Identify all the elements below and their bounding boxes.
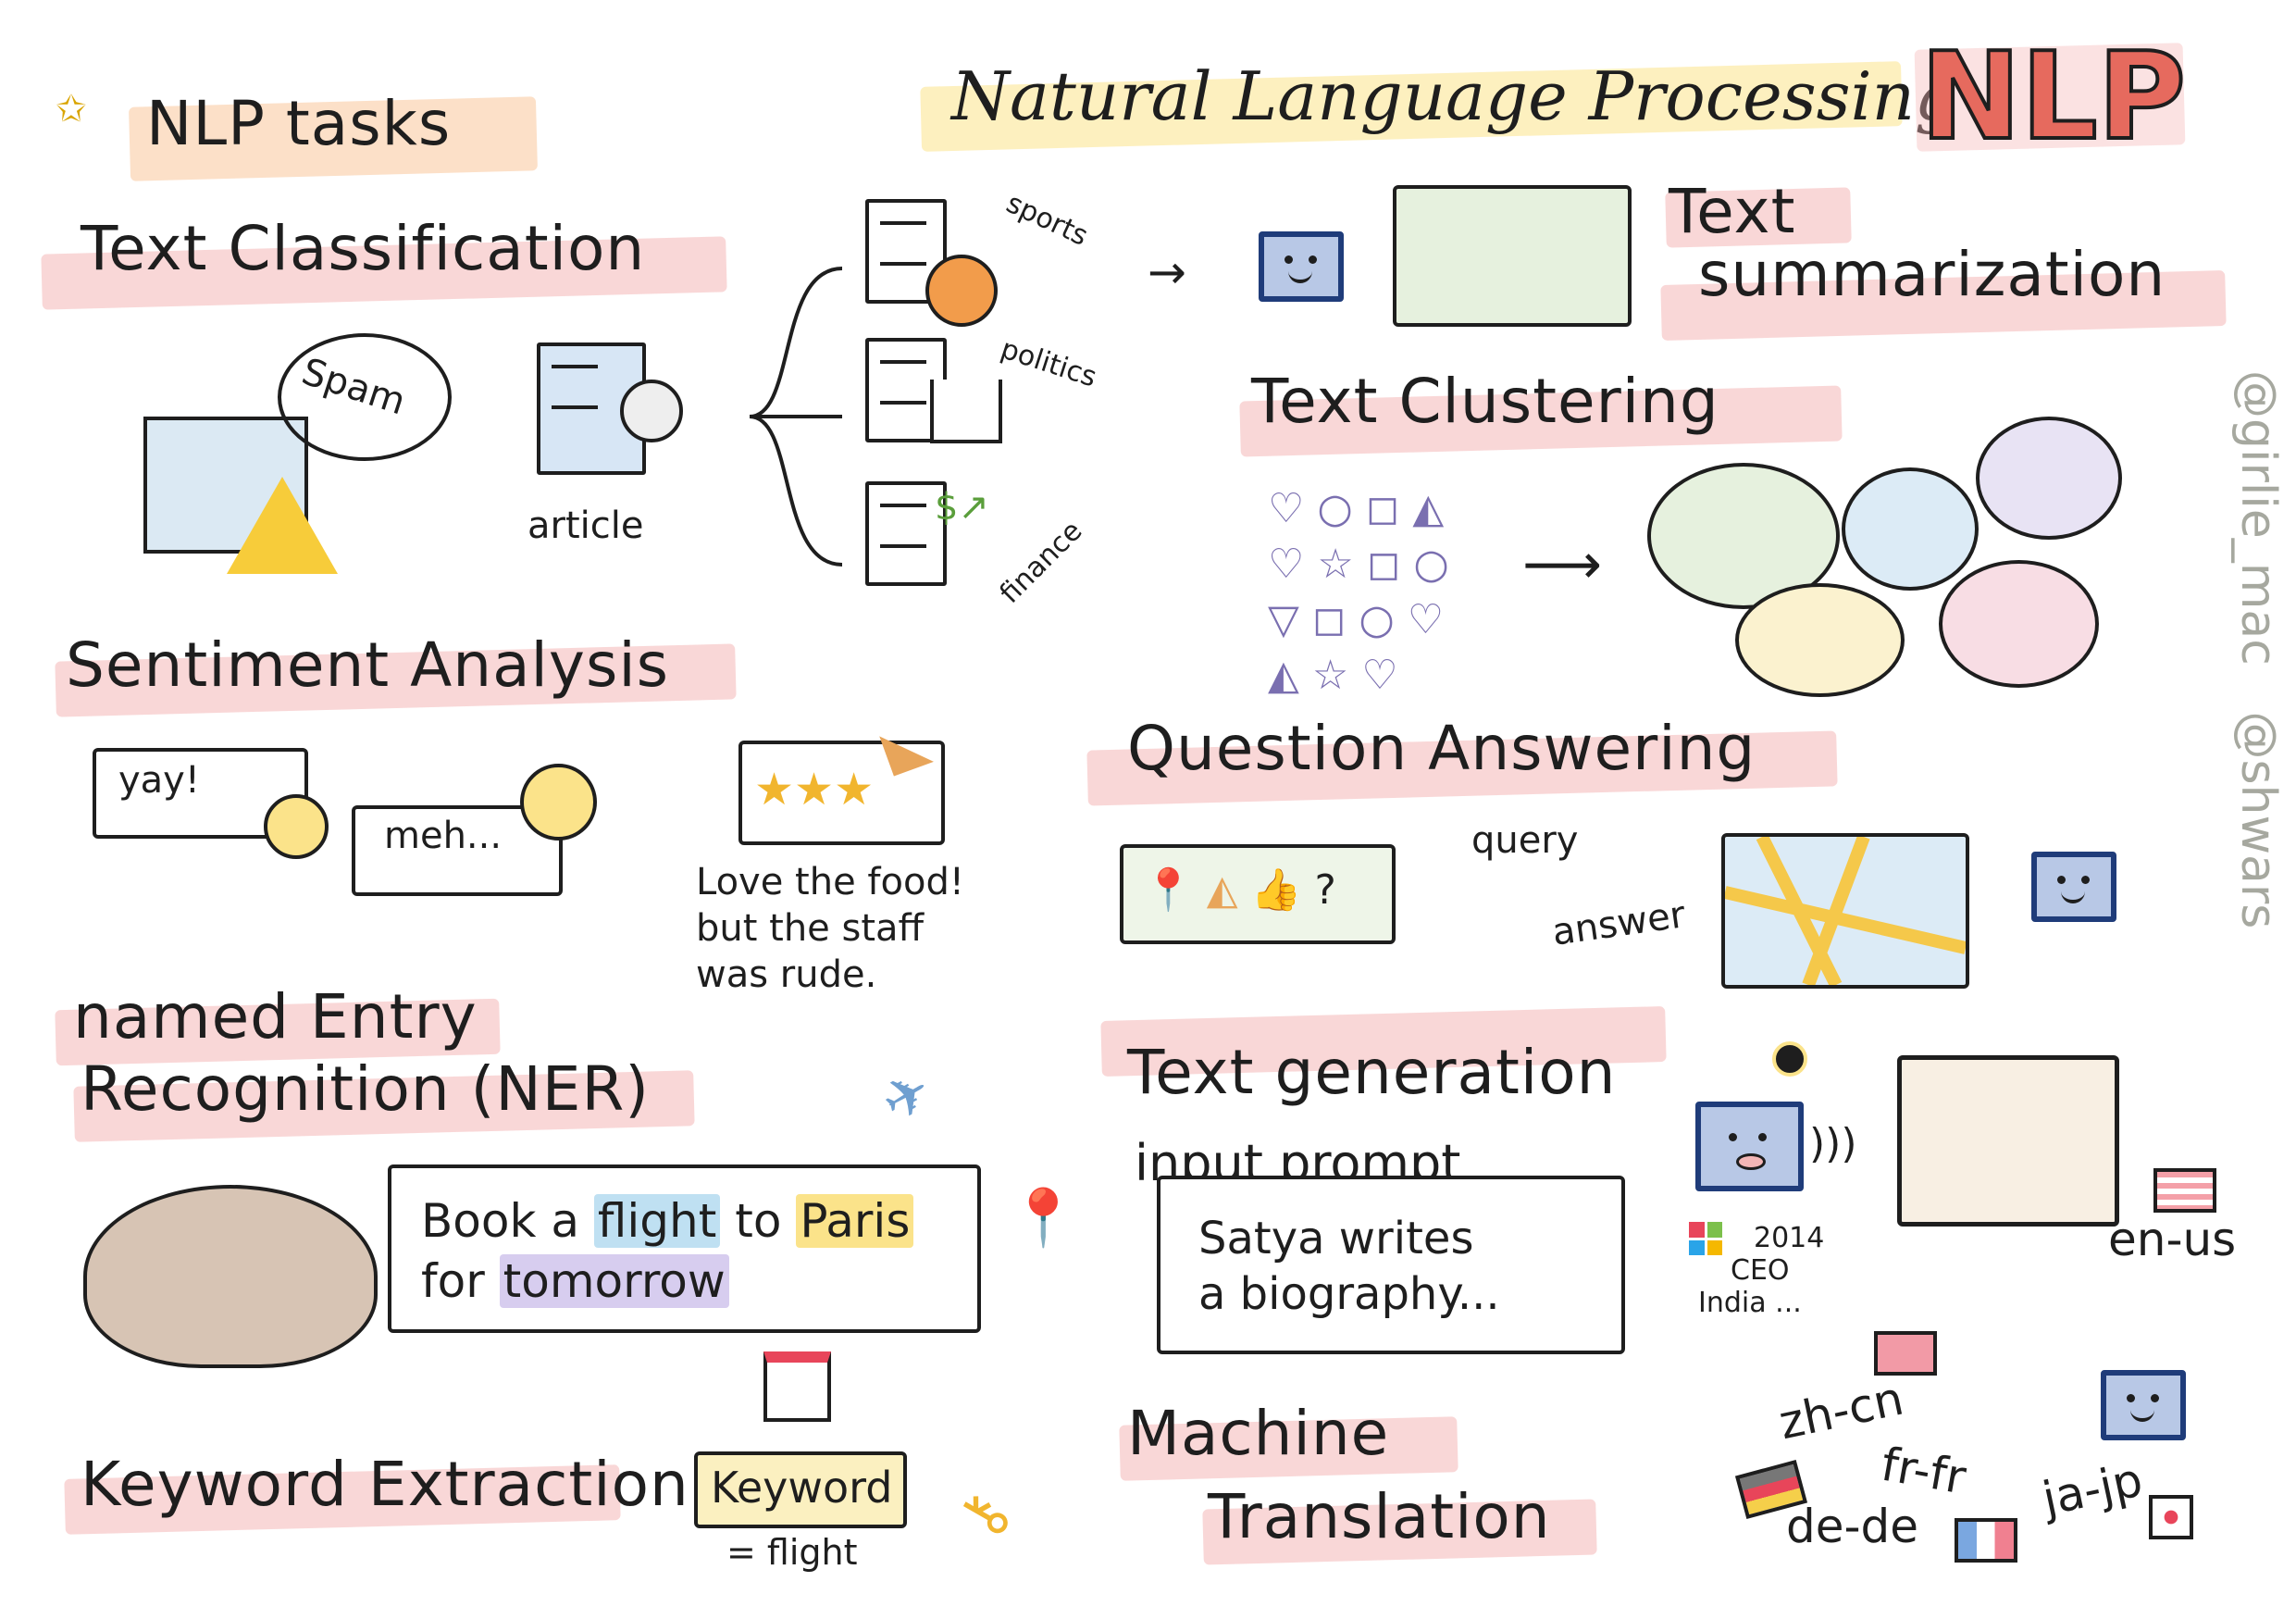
airplane-icon: ✈ [870, 1057, 944, 1137]
robot-icon [2101, 1370, 2186, 1440]
keyword-value: = flight [726, 1532, 858, 1573]
review-line-3: was rude. [696, 953, 877, 996]
ner-title-1: named Entry [73, 981, 478, 1052]
ner-sentence-line-2: for tomorrow [421, 1254, 729, 1308]
prompt-box [1157, 1176, 1625, 1354]
machine-translation-title-2: Translation [1208, 1481, 1551, 1552]
cluster-circles [1842, 467, 1979, 591]
category-politics: politics [997, 332, 1101, 394]
key-icon: ⚷ [943, 1479, 1025, 1551]
prompt-line-2: a biography... [1198, 1268, 1500, 1320]
keyword-label: Keyword [711, 1463, 893, 1513]
branch-arrows [749, 267, 843, 567]
lang-fr-fr: fr-fr [1877, 1437, 1970, 1505]
text-generation-title: Text generation [1127, 1037, 1617, 1108]
credit-2: @shwars [2230, 711, 2286, 929]
us-flag-icon [2153, 1168, 2216, 1213]
book-icon [1897, 1055, 2119, 1227]
ner-sentence-line-1: Book a flight to Paris [421, 1194, 914, 1248]
cluster-hearts [1939, 560, 2099, 688]
magnifier-icon [620, 380, 683, 442]
robot-icon [1259, 231, 1344, 302]
cluster-triangles [1976, 417, 2122, 540]
query-bubble [1120, 844, 1396, 944]
robot-icon [1695, 1102, 1804, 1191]
sad-face-icon [520, 764, 597, 841]
france-flag-icon [1955, 1518, 2017, 1563]
shapes-cluster-icon: ♡ ○ ◻ ◭♡ ☆ ◻ ○▽ ◻ ○ ♡◭ ☆ ♡ [1268, 485, 1449, 699]
warning-icon [227, 477, 338, 574]
text-clustering-title: Text Clustering [1251, 366, 1719, 437]
word: Book a [421, 1194, 579, 1248]
review-line-1: Love the food! [696, 861, 964, 903]
lang-en-us: en-us [2108, 1213, 2237, 1266]
query-icons: 📍 ◭ 👍 ? [1143, 866, 1336, 914]
credit-1: @girlie_mac [2230, 370, 2286, 666]
keyword-extraction-title: Keyword Extraction [81, 1449, 689, 1520]
finance-chart-icon: $↗ [935, 486, 989, 529]
arrow-icon: → [1148, 245, 1186, 299]
prompt-line-1: Satya writes [1198, 1213, 1474, 1264]
page-title: Natural Language Processing [951, 57, 1958, 135]
category-finance: finance [993, 515, 1089, 610]
summary-box [1393, 185, 1632, 327]
credits: @girlie_mac @shwars [2230, 370, 2286, 1018]
machine-translation-title-1: Machine [1127, 1398, 1390, 1469]
lang-ja-jp: ja-jp [2038, 1452, 2148, 1526]
cat-icon [83, 1185, 378, 1368]
entity-tomorrow: tomorrow [499, 1254, 729, 1308]
word: to [735, 1194, 782, 1248]
map-icon [1721, 833, 1969, 989]
positive-text: yay! [118, 759, 200, 802]
answer-label: answer [1549, 893, 1688, 954]
text-classification-title: Text Classification [81, 213, 646, 284]
pizza-icon: ◭ [1206, 866, 1238, 914]
sound-waves-icon: ))) [1809, 1120, 1857, 1167]
fact-role: CEO [1731, 1254, 1790, 1287]
entity-paris: Paris [796, 1194, 914, 1248]
text-summarization-title-1: Text [1669, 176, 1796, 247]
robot-icon [2031, 852, 2116, 922]
china-flag-icon [1874, 1331, 1937, 1376]
star-icon: ✩ [56, 88, 87, 131]
document-icon [865, 481, 947, 586]
section-label: NLP tasks [146, 88, 452, 159]
happy-face-icon [264, 794, 329, 859]
spam-bubble [278, 333, 452, 461]
ner-title-2: Recognition (NER) [81, 1053, 651, 1125]
query-label: query [1471, 819, 1579, 862]
stars-icon: ★★★ [754, 764, 875, 816]
arrow-icon: ⟶ [1522, 532, 1603, 597]
nlp-logo: NLP [1918, 24, 2188, 168]
question-mark: ? [1314, 866, 1336, 914]
text-summarization-title-2: summarization [1698, 239, 2166, 310]
bank-icon [930, 380, 1002, 443]
category-sports: sports [1000, 187, 1093, 253]
neutral-text: meh... [384, 815, 503, 857]
fact-country: India ... [1698, 1287, 1802, 1319]
review-bubble [738, 741, 945, 845]
basketball-icon [925, 255, 998, 327]
cluster-stars [1735, 583, 1905, 697]
calendar-icon [763, 1351, 831, 1422]
location-pin-icon: 📍 [1009, 1186, 1078, 1251]
antenna-light-icon [1772, 1041, 1807, 1077]
windows-logo-icon [1689, 1222, 1722, 1255]
article-label: article [527, 504, 644, 547]
fact-year: 2014 [1754, 1222, 1825, 1254]
sentiment-analysis-title: Sentiment Analysis [66, 629, 670, 701]
review-line-2: but the staff [696, 907, 925, 950]
word: for [421, 1254, 485, 1308]
lang-de-de: de-de [1786, 1500, 1919, 1553]
thumbs-up-icon: 👍 [1250, 866, 1302, 914]
entity-flight: flight [593, 1194, 721, 1248]
location-pin-icon: 📍 [1143, 866, 1194, 914]
keyword-box [694, 1451, 907, 1528]
japan-flag-icon [2149, 1495, 2193, 1539]
question-answering-title: Question Answering [1127, 713, 1756, 784]
